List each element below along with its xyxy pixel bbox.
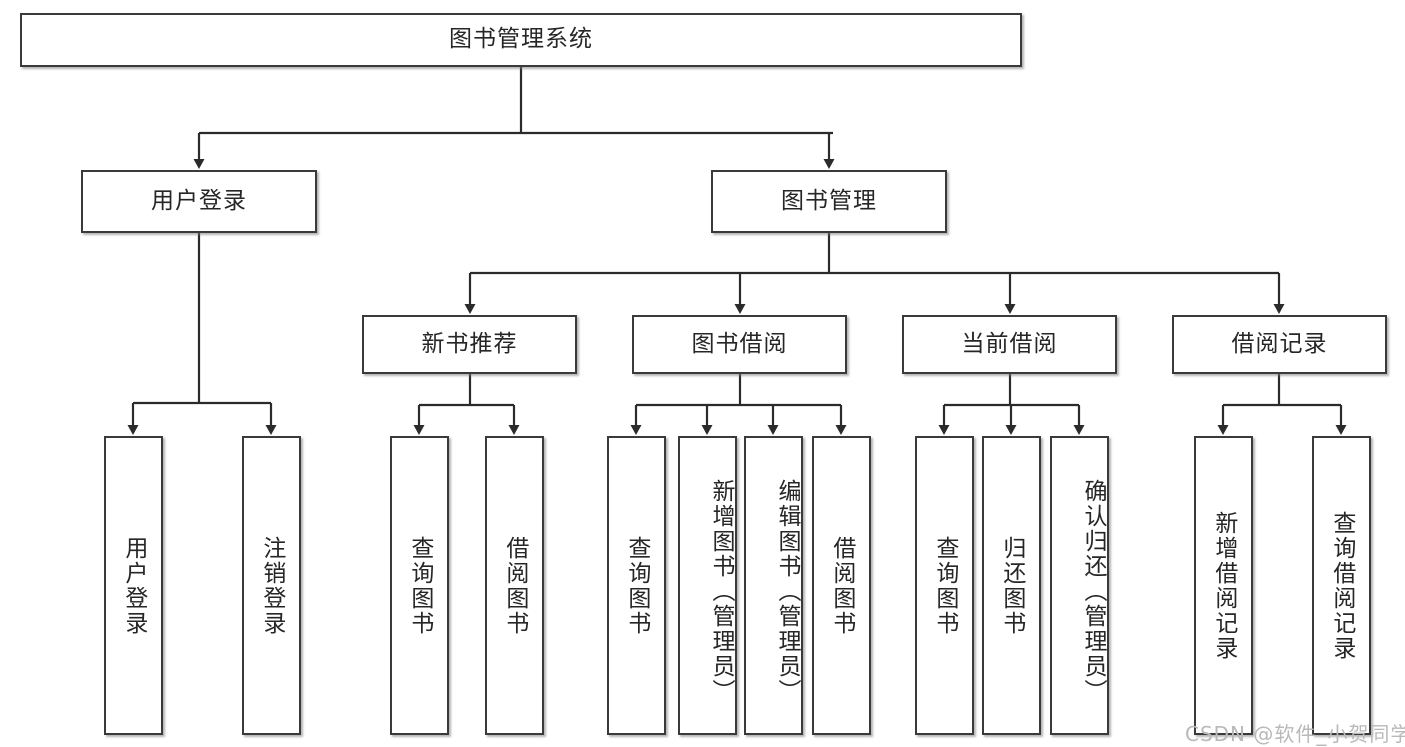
node-leaf-borrow-book-nb[interactable]: 借阅图书	[485, 436, 544, 735]
node-book-borrow-label: 图书借阅	[691, 330, 788, 357]
node-leaf-query-book-nb-label: 查询图书	[406, 535, 433, 636]
node-leaf-borrow-book-nb-label: 借阅图书	[501, 535, 528, 636]
node-leaf-borrow-book-bb[interactable]: 借阅图书	[812, 436, 871, 735]
node-leaf-query-borrow-record-label: 查询借阅记录	[1328, 510, 1355, 661]
node-user-login-label: 用户登录	[151, 187, 247, 214]
node-leaf-borrow-book-bb-label: 借阅图书	[828, 535, 855, 636]
node-leaf-add-borrow-record[interactable]: 新增借阅记录	[1194, 436, 1253, 735]
node-current-borrow[interactable]: 当前借阅	[902, 315, 1117, 374]
node-leaf-query-book-nb[interactable]: 查询图书	[390, 436, 449, 735]
node-leaf-edit-book-admin-label: 编辑图书（管理员）	[774, 479, 800, 704]
node-leaf-user-logout-label: 注销登录	[258, 535, 285, 636]
node-leaf-user-login-label: 用户登录	[120, 535, 147, 636]
node-leaf-return-book[interactable]: 归还图书	[982, 436, 1041, 735]
node-leaf-edit-book-admin[interactable]: 编辑图书（管理员）	[744, 436, 803, 735]
node-borrow-records-label: 借阅记录	[1231, 330, 1328, 357]
node-new-book-recommend[interactable]: 新书推荐	[362, 315, 577, 374]
node-leaf-query-borrow-record[interactable]: 查询借阅记录	[1312, 436, 1371, 735]
node-leaf-user-login[interactable]: 用户登录	[104, 436, 163, 735]
node-root[interactable]: 图书管理系统	[20, 13, 1022, 67]
node-root-label: 图书管理系统	[449, 26, 593, 53]
node-user-login[interactable]: 用户登录	[81, 170, 317, 233]
node-current-borrow-label: 当前借阅	[961, 330, 1058, 357]
node-leaf-add-book-admin-label: 新增图书（管理员）	[708, 479, 734, 704]
node-leaf-query-book-cb[interactable]: 查询图书	[915, 436, 974, 735]
node-leaf-add-borrow-record-label: 新增借阅记录	[1210, 510, 1237, 661]
node-leaf-query-book-cb-label: 查询图书	[931, 535, 958, 636]
node-book-management[interactable]: 图书管理	[711, 170, 947, 233]
node-book-management-label: 图书管理	[781, 187, 877, 214]
node-leaf-return-book-label: 归还图书	[998, 535, 1025, 636]
node-leaf-confirm-return-admin[interactable]: 确认归还（管理员）	[1050, 436, 1109, 735]
node-leaf-confirm-return-admin-label: 确认归还（管理员）	[1080, 479, 1106, 704]
node-leaf-user-logout[interactable]: 注销登录	[242, 436, 301, 735]
node-new-book-recommend-label: 新书推荐	[421, 330, 518, 357]
watermark: CSDN @软件_小贺同学	[1185, 722, 1405, 746]
node-leaf-query-book-bb-label: 查询图书	[623, 535, 650, 636]
node-leaf-query-book-bb[interactable]: 查询图书	[607, 436, 666, 735]
node-borrow-records[interactable]: 借阅记录	[1172, 315, 1387, 374]
node-book-borrow[interactable]: 图书借阅	[632, 315, 847, 374]
node-leaf-add-book-admin[interactable]: 新增图书（管理员）	[678, 436, 737, 735]
